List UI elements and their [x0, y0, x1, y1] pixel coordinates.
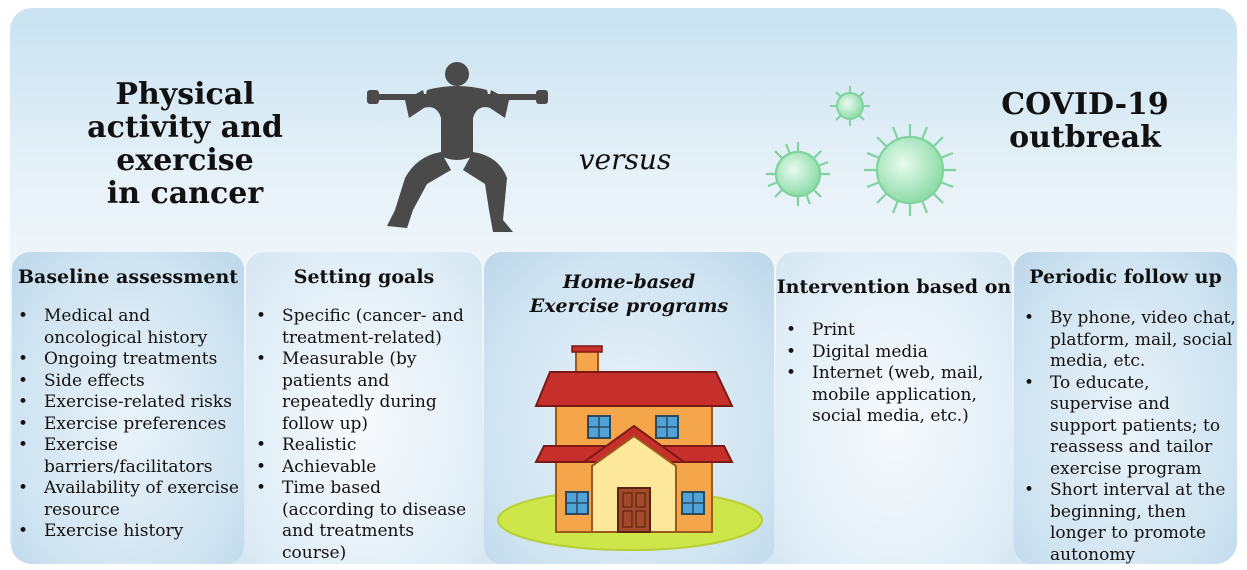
left-title: Physical activity and exercise in cancer [87, 77, 283, 211]
list-item: Exercise history [12, 521, 244, 543]
baseline-list: Medical and oncological history Ongoing … [12, 306, 244, 543]
list-item: Exercise preferences [12, 414, 244, 436]
header-band: Physical activity and exercise in cancer… [10, 8, 1237, 248]
list-item: By phone, video chat, platform, mail, so… [1018, 308, 1236, 373]
panel-title: Setting goals [293, 266, 435, 288]
list-item: Ongoing treatments [12, 349, 244, 371]
house-icon [497, 345, 763, 551]
infographic-frame: Physical activity and exercise in cancer… [10, 8, 1237, 564]
intervention-list: Print Digital media Internet (web, mail,… [780, 320, 1002, 428]
list-item: Internet (web, mail, mobile application,… [780, 363, 1002, 428]
athlete-squat-icon [367, 62, 548, 232]
list-item: Medical and oncological history [12, 306, 244, 349]
panel-title: Intervention based on [776, 276, 1012, 298]
list-item: Exercise barriers/facilitators [12, 435, 244, 478]
panel-home-based-programs: Home-based Exercise programs [484, 252, 774, 564]
list-item: Side effects [12, 371, 244, 393]
list-item: Print [780, 320, 1002, 342]
panel-intervention: Intervention based on Print Digital medi… [776, 252, 1012, 564]
virus-cluster-icon [766, 86, 956, 216]
list-item: Short interval at the beginning, then lo… [1018, 480, 1236, 564]
virus-small-icon [830, 86, 870, 126]
list-item: To educate, supervise and support patien… [1018, 373, 1236, 481]
panel-baseline-assessment: Baseline assessment Medical and oncologi… [12, 252, 244, 564]
list-item: Realistic [250, 435, 478, 457]
list-item: Exercise-related risks [12, 392, 244, 414]
panel-title: Home-based Exercise programs [529, 271, 729, 317]
follow-up-list: By phone, video chat, platform, mail, so… [1018, 308, 1236, 564]
list-item: Specific (cancer- and treatment-related) [250, 306, 478, 349]
list-item: Achievable [250, 457, 478, 479]
list-item: Digital media [780, 342, 1002, 364]
list-item: Measurable (by patients and repeatedly d… [250, 349, 478, 435]
list-item: Availability of exercise resource [12, 478, 244, 521]
versus-label: versus [578, 143, 672, 176]
right-title: COVID-19 outbreak [1001, 87, 1169, 155]
panel-title: Periodic follow up [1029, 266, 1222, 288]
panel-title: Baseline assessment [17, 266, 239, 288]
list-item: Time based (according to disease and tre… [250, 478, 478, 564]
panel-periodic-follow-up: Periodic follow up By phone, video chat,… [1014, 252, 1237, 564]
panel-setting-goals: Setting goals Specific (cancer- and trea… [246, 252, 482, 564]
goals-list: Specific (cancer- and treatment-related)… [250, 306, 478, 564]
